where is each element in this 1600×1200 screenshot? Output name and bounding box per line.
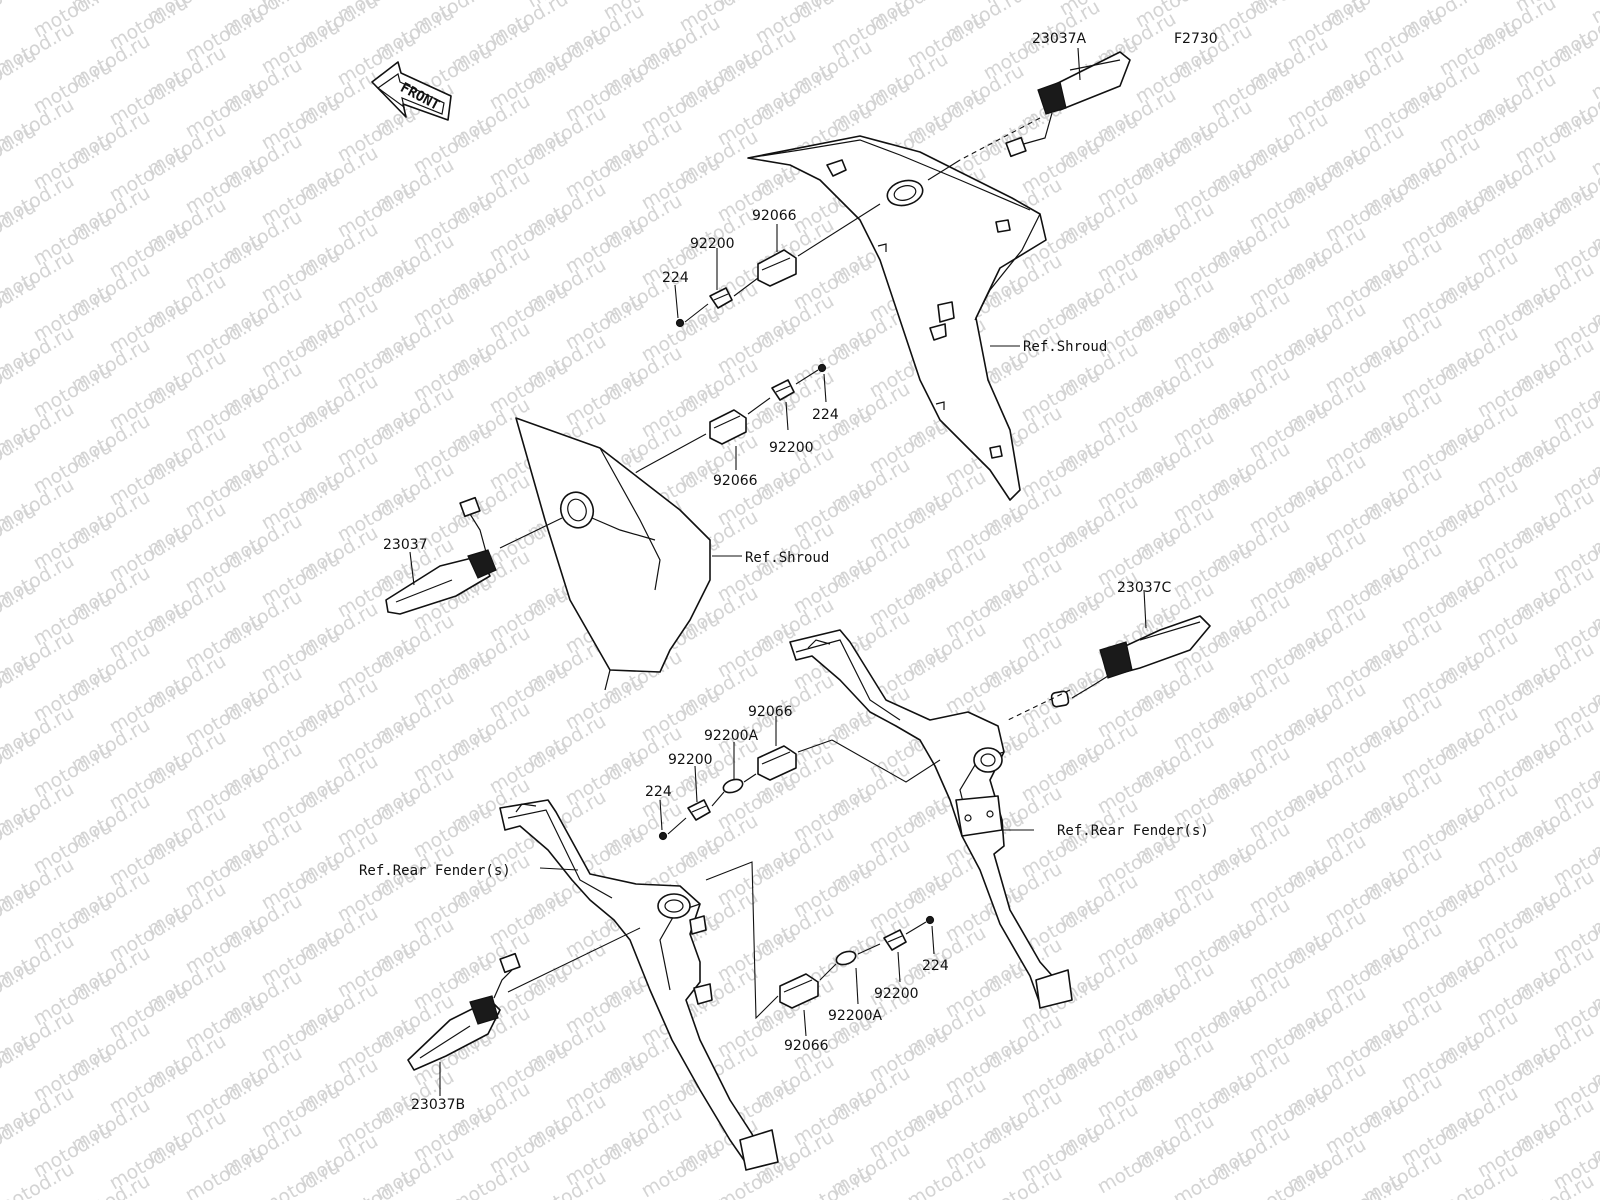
label-ref-shroud-right: Ref.Shroud <box>1023 339 1107 355</box>
turn-signal-rear-left[interactable] <box>407 952 521 1071</box>
label-224-a: 224 <box>662 270 689 286</box>
label-92200a-f: 92200A <box>828 1008 883 1024</box>
turn-signal-front-left[interactable] <box>385 496 497 615</box>
label-224-b: 224 <box>812 407 839 423</box>
screw-224-b[interactable] <box>817 363 827 373</box>
label-92066-b: 92066 <box>713 473 758 489</box>
grommet-92066-a[interactable] <box>757 249 797 287</box>
label-92200-c: 92200 <box>668 752 713 768</box>
watermark-text: motod.ru <box>638 1140 724 1200</box>
watermark-text: motod.ru <box>0 1146 2 1200</box>
screw-224-a[interactable] <box>675 318 685 328</box>
label-ref-shroud-left: Ref.Shroud <box>745 550 829 566</box>
grommet-92066-c[interactable] <box>757 745 797 781</box>
screw-224-d[interactable] <box>925 915 935 925</box>
figure-code: F2730 <box>1174 31 1218 47</box>
watermark-text: motod.ru <box>1246 1160 1332 1200</box>
grommet-92066-b[interactable] <box>709 409 747 445</box>
label-92200-d: 92200 <box>874 986 919 1002</box>
clip-92200-d[interactable] <box>883 929 907 951</box>
clip-92200-b[interactable] <box>771 379 795 401</box>
label-23037b: 23037B <box>411 1097 465 1113</box>
watermark-text: motod.ru <box>1170 1148 1256 1200</box>
clip-92200a-f[interactable] <box>835 949 858 967</box>
label-92200-b: 92200 <box>769 440 814 456</box>
left-shroud <box>515 417 711 691</box>
label-224-d: 224 <box>922 958 949 974</box>
left-rear-fender-bracket <box>499 799 779 1171</box>
label-92200a-e: 92200A <box>704 728 759 744</box>
screw-224-c[interactable] <box>658 831 668 841</box>
watermark-text: motod.ru <box>182 1144 268 1200</box>
turn-signal-front-right[interactable] <box>1005 51 1131 158</box>
label-23037: 23037 <box>383 537 428 553</box>
label-92200-a: 92200 <box>690 236 735 252</box>
grommet-92066-d[interactable] <box>779 973 819 1009</box>
watermark-text: motod.ru <box>1094 1136 1180 1199</box>
watermark-text: motod.ru <box>258 1156 344 1200</box>
front-direction-arrow: FRONT <box>371 61 452 121</box>
clip-92200a-e[interactable] <box>722 777 745 795</box>
label-92066-d: 92066 <box>784 1038 829 1054</box>
label-ref-fender-left: Ref.Rear Fender(s) <box>359 863 511 879</box>
label-23037c: 23037C <box>1117 580 1172 596</box>
turn-signal-rear-right[interactable] <box>1050 615 1211 708</box>
label-224-c: 224 <box>645 784 672 800</box>
right-shroud <box>747 135 1047 501</box>
label-92066-a: 92066 <box>752 208 797 224</box>
label-23037a: 23037A <box>1032 31 1087 47</box>
clip-92200-c[interactable] <box>687 799 711 821</box>
label-ref-fender-right: Ref.Rear Fender(s) <box>1057 823 1209 839</box>
clip-92200-a[interactable] <box>709 287 733 309</box>
label-92066-c: 92066 <box>748 704 793 720</box>
watermark-text: motod.ru <box>790 1164 876 1200</box>
